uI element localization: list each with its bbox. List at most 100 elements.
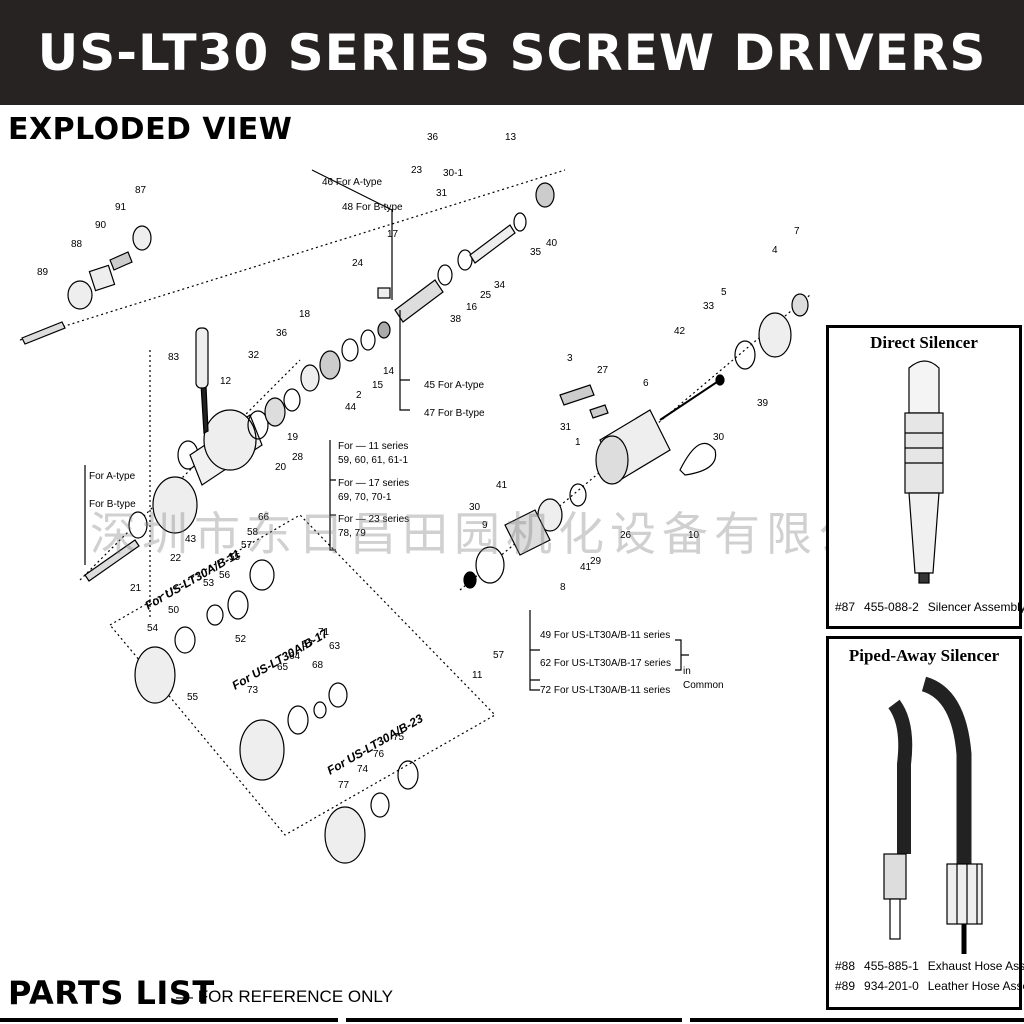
part-number: 36 <box>276 328 288 339</box>
exploded-view-title: EXPLODED VIEW <box>8 112 293 147</box>
part-number: 4 <box>772 245 778 256</box>
part-number: 52 <box>235 634 247 645</box>
part-number: 87 <box>135 185 147 196</box>
part-number: 55 <box>229 552 241 563</box>
part-number: 1 <box>575 437 581 448</box>
note-45-a-type: 45 For A-type <box>424 380 484 391</box>
part-number: 12 <box>220 376 232 387</box>
part-number: 55 <box>187 692 199 703</box>
part-number: 30-1 <box>443 168 463 179</box>
part-number: 50 <box>168 605 180 616</box>
part-number: 54 <box>147 623 159 634</box>
note-common: Common <box>683 680 724 691</box>
part-number: 88 <box>71 239 83 250</box>
part-number: 44 <box>345 402 357 413</box>
part-number: 64 <box>289 651 301 662</box>
exploded-view-diagram: 89 88 90 91 87 83 12 32 36 18 20 19 28 2… <box>19 132 811 864</box>
part-number: 8 <box>560 582 566 593</box>
part-number: 10 <box>688 530 700 541</box>
note-80-a-type: For A-type <box>89 471 136 482</box>
note-23-series-values: 78, 79 <box>338 528 366 539</box>
part-number: 30 <box>713 432 725 443</box>
part-number: 53 <box>203 578 215 589</box>
part-number: 21 <box>130 583 142 594</box>
part-number: 19 <box>287 432 299 443</box>
direct-silencer-illustration <box>904 360 944 584</box>
note-11-series-values: 59, 60, 61, 61-1 <box>338 455 408 466</box>
part-number: 66 <box>258 512 270 523</box>
part-number: 43 <box>185 534 197 545</box>
part-number: 31 <box>436 188 448 199</box>
note-17-series: For — 17 series <box>338 478 409 489</box>
group-label-23: For US-LT30A/B-23 <box>325 711 426 778</box>
part-number: 65 <box>277 662 289 673</box>
part-number: 15 <box>372 380 384 391</box>
group-labels: For US-LT30A/B-11 For US-LT30A/B-17 For … <box>143 547 426 778</box>
part-number: 14 <box>383 366 395 377</box>
direct-silencer-title: Direct Silencer <box>870 333 978 352</box>
part-number: 63 <box>329 641 341 652</box>
part-number: 68 <box>312 660 324 671</box>
piped-away-silencer-illustration <box>883 676 983 954</box>
part-number: 18 <box>299 309 311 320</box>
page-title: US-LT30 SERIES SCREW DRIVERS <box>37 23 987 82</box>
note-72: 72 For US-LT30A/B-11 series <box>540 685 670 696</box>
parts-list-subtitle: — FOR REFERENCE ONLY <box>176 987 393 1006</box>
part-number: 83 <box>168 352 180 363</box>
note-62: 62 For US-LT30A/B-17 series <box>540 658 671 669</box>
part-number: 17 <box>387 229 399 240</box>
part-number: 33 <box>703 301 715 312</box>
part-number: 23 <box>411 165 423 176</box>
page-header: US-LT30 SERIES SCREW DRIVERS <box>0 0 1024 105</box>
part-number: 13 <box>505 132 517 143</box>
note-23-series: For — 23 series <box>338 514 409 525</box>
parts-list-title: PARTS LIST <box>8 974 215 1012</box>
note-in: in <box>683 666 691 677</box>
part-number: 36 <box>427 132 439 143</box>
note-46-a-type: 46 For A-type <box>322 177 382 188</box>
part-number: 20 <box>275 462 287 473</box>
part-number: 77 <box>338 780 350 791</box>
part-number: 58 <box>247 527 259 538</box>
part-number: 6 <box>643 378 649 389</box>
part-number: 38 <box>450 314 462 325</box>
part-number: 90 <box>95 220 107 231</box>
note-11-series: For — 11 series <box>338 441 408 452</box>
part-number: 25 <box>480 290 492 301</box>
note-81-b-type: For B-type <box>89 499 136 510</box>
part-number: 3 <box>567 353 573 364</box>
part-number: 35 <box>530 247 542 258</box>
part-number: 67 <box>302 639 314 650</box>
part-number: 27 <box>597 365 609 376</box>
part-number-labels: 89 88 90 91 87 83 12 32 36 18 20 19 28 2… <box>37 132 800 791</box>
part-number: 91 <box>115 202 127 213</box>
part-number: 75 <box>393 732 405 743</box>
note-48-b-type: 48 For B-type <box>342 202 403 213</box>
part-number: 11 <box>472 670 483 681</box>
part-number: 26 <box>620 530 632 541</box>
part-number: 41 <box>580 562 592 573</box>
part-number: 57 <box>241 540 253 551</box>
part-number: 41 <box>496 480 508 491</box>
note-49: 49 For US-LT30A/B-11 series <box>540 630 670 641</box>
diagram-artwork <box>19 169 811 864</box>
part-number: 39 <box>757 398 769 409</box>
part-number: 76 <box>373 749 385 760</box>
part-number: 16 <box>466 302 478 313</box>
part-number: 30 <box>469 502 481 513</box>
part-number: 57 <box>493 650 505 661</box>
part-number: 42 <box>674 326 686 337</box>
part-number: 5 <box>721 287 727 298</box>
part-number: 9 <box>482 520 488 531</box>
part-number: 40 <box>546 238 558 249</box>
note-17-series-values: 69, 70, 70-1 <box>338 492 392 503</box>
part-number: 73 <box>247 685 259 696</box>
note-47-b-type: 47 For B-type <box>424 408 485 419</box>
parts-list-column-rule <box>690 1018 1024 1022</box>
part-number: 89 <box>37 267 49 278</box>
watermark: 深圳市东日昌田园机化设备有限公司 <box>90 507 922 561</box>
